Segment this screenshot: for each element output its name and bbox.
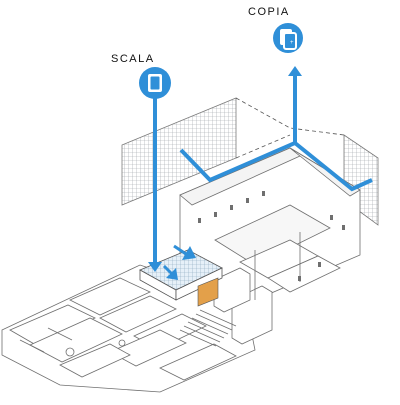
flow-path-copia — [179, 74, 373, 192]
entry-arrow — [162, 244, 196, 280]
stairs — [179, 309, 237, 347]
highlight-panel — [197, 277, 219, 307]
svg-text:+: + — [290, 40, 294, 46]
scala-arrowhead — [148, 262, 162, 272]
building-complex — [179, 147, 361, 345]
copia-label: COPIA — [248, 6, 290, 18]
mesh-platform — [139, 249, 223, 307]
single-page-icon — [139, 67, 171, 99]
copy-pages-icon: + — [273, 23, 303, 53]
copia-arrowhead — [288, 66, 302, 76]
dashed-outline — [235, 97, 345, 159]
scala-label: SCALA — [111, 53, 155, 65]
site-plan — [1, 264, 256, 393]
